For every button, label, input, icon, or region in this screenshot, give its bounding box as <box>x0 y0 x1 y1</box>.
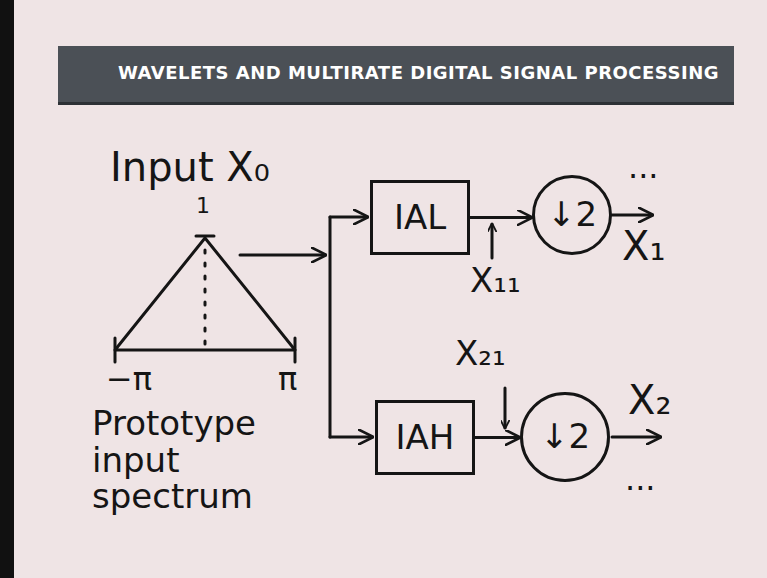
filter-box: IAH <box>375 400 475 475</box>
input-arrow <box>240 254 325 257</box>
signal-connector <box>470 216 531 219</box>
continuation-dots: ... <box>628 150 659 185</box>
continuation-dots: ... <box>625 462 656 497</box>
axis-label: −π <box>106 362 152 397</box>
filter-name: IAH <box>396 419 455 456</box>
banner-title: WAVELETS AND MULTIRATE DIGITAL SIGNAL PR… <box>118 62 719 83</box>
signal-name: X₂₁ <box>455 335 506 372</box>
operator-text: ↓2 <box>547 196 597 233</box>
input-label: Input X₀ <box>110 145 270 189</box>
filter-box: IAL <box>370 180 470 255</box>
branch-arrow <box>330 216 367 219</box>
output-arrow <box>612 436 660 439</box>
operator-text: ↓2 <box>540 418 590 455</box>
spectrum-caption: Prototype input spectrum <box>92 405 342 515</box>
filter-name: IAL <box>394 199 446 236</box>
signal-connector <box>475 436 519 439</box>
center-dots <box>204 250 207 345</box>
output-arrow <box>612 214 652 217</box>
pointer-arrow <box>504 388 507 428</box>
branch-arrow <box>330 436 372 439</box>
left-edge <box>0 0 14 578</box>
split-line <box>329 217 332 437</box>
peak-value: 1 <box>196 194 210 218</box>
signal-name: X₁ <box>622 224 665 268</box>
pointer-arrow <box>491 224 494 258</box>
downsampler-circle: ↓2 <box>520 392 610 482</box>
signal-name: X₂ <box>628 378 671 422</box>
downsampler-circle: ↓2 <box>532 175 612 255</box>
signal-name: X₁₁ <box>470 262 521 299</box>
axis-label: π <box>278 362 297 397</box>
